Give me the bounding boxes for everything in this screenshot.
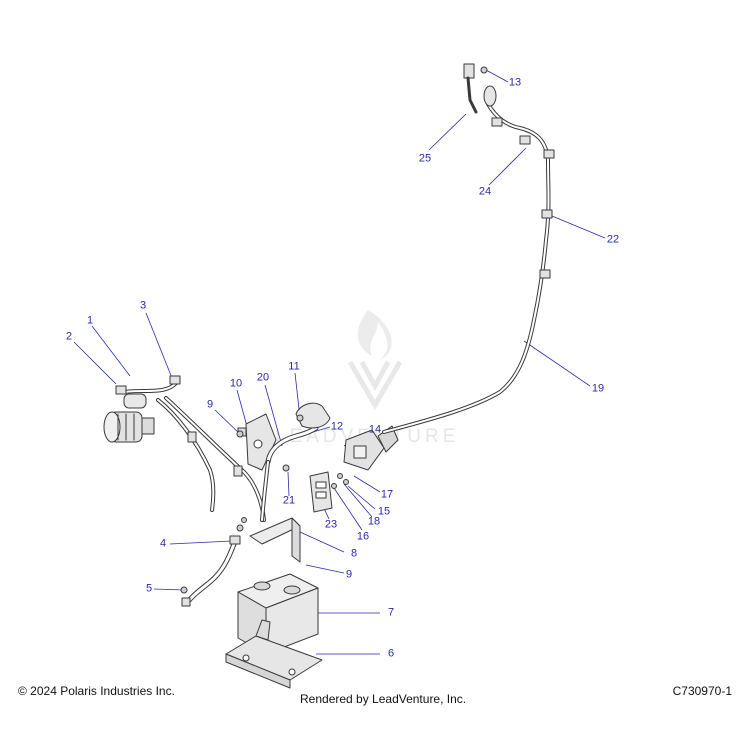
fuse-holder	[309, 471, 349, 513]
callout-1: 1	[86, 314, 94, 327]
main-harness	[382, 102, 555, 434]
callout-11: 11	[288, 360, 300, 373]
callout-19: 19	[591, 382, 605, 395]
callout-22: 22	[606, 233, 620, 246]
leader-lines	[73, 69, 606, 655]
callout-23: 23	[324, 518, 338, 531]
battery-tray	[225, 619, 323, 689]
callout-17: 17	[380, 488, 394, 501]
callout-7: 7	[387, 606, 395, 619]
callout-13: 13	[508, 76, 522, 89]
callout-25: 25	[418, 152, 432, 165]
callout-10: 10	[229, 377, 243, 390]
callout-2: 2	[65, 330, 73, 343]
cable-4	[181, 535, 241, 607]
hardware	[180, 66, 488, 594]
watermark-logo	[347, 310, 403, 410]
cable-20	[260, 425, 319, 522]
copyright-text: © 2024 Polaris Industries Inc.	[18, 684, 175, 698]
rendered-by-text: Rendered by LeadVenture, Inc.	[300, 692, 467, 706]
callout-9-upper: 9	[206, 398, 214, 411]
callout-14: 14	[368, 423, 382, 436]
callout-15: 15	[377, 505, 391, 518]
callout-21: 21	[282, 494, 296, 507]
callout-6: 6	[387, 647, 395, 660]
callout-16: 16	[356, 530, 370, 543]
battery	[237, 573, 319, 655]
callout-18: 18	[367, 515, 381, 528]
callout-12: 12	[330, 420, 344, 433]
diagram-id: C730970-1	[672, 684, 732, 698]
top-connector	[463, 63, 497, 114]
callout-8: 8	[350, 547, 358, 560]
callout-9-lower: 9	[345, 568, 353, 581]
cable-1	[115, 375, 266, 522]
battery-holddown	[249, 517, 301, 563]
callout-24: 24	[478, 185, 492, 198]
callout-20: 20	[256, 371, 270, 384]
callout-5: 5	[145, 582, 153, 595]
callout-4: 4	[159, 537, 167, 550]
terminal-boot	[295, 402, 331, 429]
callout-3: 3	[139, 299, 147, 312]
parts	[103, 63, 555, 689]
starter-motor	[103, 393, 155, 443]
